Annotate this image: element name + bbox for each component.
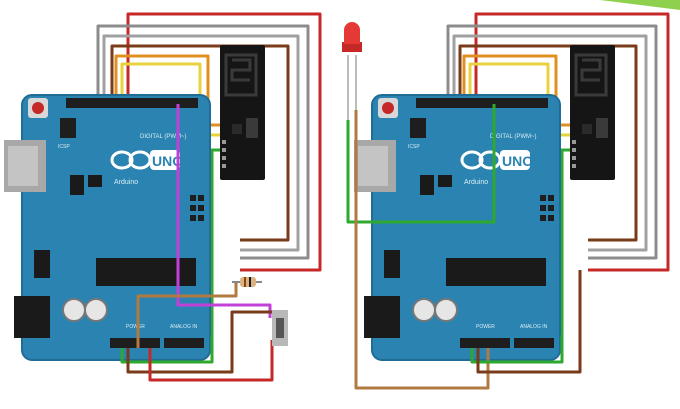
wire-orange [114, 54, 222, 127]
left-circuit: DIGITAL (PWM~) ICSP UNO Arduino [4, 12, 322, 382]
led-icon [342, 22, 362, 120]
icsp-label: ICSP [58, 144, 70, 150]
atmega-chip [96, 258, 196, 286]
wire-red [474, 12, 670, 272]
wire-brown [126, 310, 272, 374]
wire-green [120, 335, 214, 364]
power-header [110, 338, 160, 348]
wire-brown [476, 270, 582, 374]
arduino-logo: UNO Arduino [110, 150, 183, 186]
power-jack-icon [364, 296, 400, 338]
wire-gray [452, 34, 648, 252]
push-button-icon [272, 310, 288, 346]
wire-green-led [346, 104, 496, 224]
wire-red [126, 12, 322, 272]
digital-header [66, 98, 198, 108]
icsp-label: ICSP [408, 144, 420, 150]
analog-header [514, 338, 554, 348]
atmega-chip [446, 258, 546, 286]
power-jack-icon [14, 296, 50, 338]
wire-gray [96, 24, 310, 260]
wire-orange [462, 54, 572, 127]
brand-text: Arduino [464, 179, 488, 186]
digital-label: DIGITAL (PWM~) [140, 134, 187, 140]
resistor-icon [232, 277, 262, 287]
corner-accent [600, 0, 680, 10]
power-header [460, 338, 510, 348]
power-label: POWER [126, 324, 145, 330]
right-circuit: DIGITAL (PWM~) ICSP UNO Arduino POWER [342, 12, 670, 390]
digital-label: DIGITAL (PWM~) [490, 134, 537, 140]
uno-logo-text: UNO [502, 153, 533, 169]
digital-header [416, 98, 548, 108]
analog-label: ANALOG IN [170, 324, 198, 330]
wire-gray [102, 34, 300, 252]
arduino-logo: UNO Arduino [460, 150, 533, 186]
arduino-uno-board: DIGITAL (PWM~) ICSP UNO Arduino POWER [354, 94, 561, 361]
nrf24l01-module [570, 45, 615, 180]
analog-label: ANALOG IN [520, 324, 548, 330]
uno-logo-text: UNO [152, 153, 183, 169]
wire-brown [458, 44, 638, 242]
wire-brown [110, 44, 290, 242]
wire-green [470, 335, 564, 364]
wire-red [148, 340, 274, 382]
nrf24l01-module [220, 45, 265, 180]
wire-gray [446, 24, 658, 260]
power-label: POWER [476, 324, 495, 330]
analog-header [164, 338, 204, 348]
wire-tan-led [354, 110, 490, 390]
wire-tan [136, 282, 238, 348]
arduino-uno-board: DIGITAL (PWM~) ICSP UNO Arduino [4, 94, 211, 361]
brand-text: Arduino [114, 179, 138, 186]
